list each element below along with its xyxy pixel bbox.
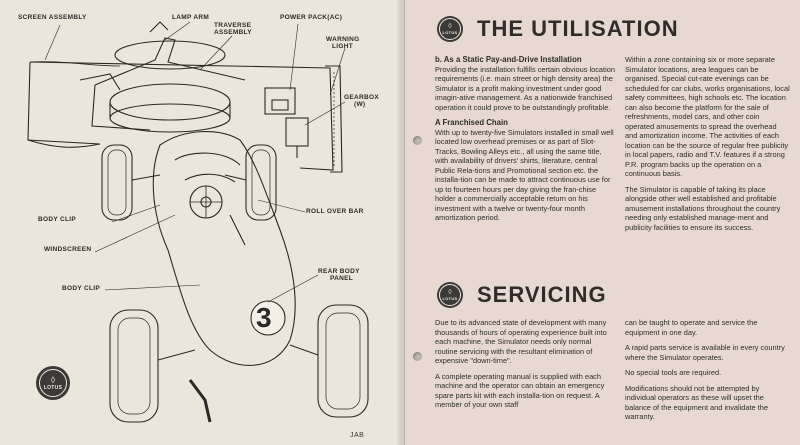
lotus-monogram-icon: ◊ (448, 289, 452, 296)
rear-right-wheel (317, 304, 369, 418)
lotus-logo-text: LOTUS (442, 30, 458, 35)
servicing-paragraph-5: No special tools are required. (625, 368, 722, 377)
lotus-logo-text: LOTUS (442, 296, 458, 301)
servicing-paragraph-1: Due to its advanced state of development… (435, 318, 607, 365)
screen-assembly-shape (27, 61, 334, 171)
punch-hole-upper (413, 136, 422, 145)
franchised-chain-title: A Franchised Chain (435, 118, 508, 127)
gearbox-shape (285, 117, 309, 147)
front-right-wheel (245, 144, 277, 221)
callout-traverse: TRAVERSE (214, 22, 252, 29)
utilisation-left-column: b. As a Static Pay-and-Drive Installatio… (435, 55, 615, 229)
utilisation-heading: THE UTILISATION (477, 16, 679, 41)
callout-power-pack: POWER PACK(AC) (280, 14, 343, 21)
callout-warning-light: LIGHT (332, 43, 353, 50)
lotus-monogram-icon: ◊ (448, 23, 452, 30)
callout-gearbox: GEARBOX (344, 94, 379, 101)
callout-warning: WARNING (326, 36, 360, 43)
servicing-paragraph-3: can be taught to operate and service the… (625, 318, 758, 337)
servicing-right-column: can be taught to operate and service the… (625, 318, 790, 428)
capable-paragraph: The Simulator is capable of taking its p… (625, 184, 781, 232)
callout-body-clip-lower: BODY CLIP (62, 285, 100, 292)
lotus-logo-text: LOTUS (43, 384, 63, 391)
power-pack-shape (264, 87, 296, 115)
car-number: 3 (256, 302, 272, 333)
lotus-logo: ◊ LOTUS (36, 366, 70, 400)
callout-rear-body: REAR BODY (318, 268, 360, 275)
franchised-chain-body: With up to twenty-five Simulators instal… (435, 127, 614, 223)
callout-roll-over-bar: ROLL OVER BAR (306, 208, 364, 215)
front-left-wheel (101, 144, 133, 221)
lotus-logo-servicing: ◊ LOTUS (437, 282, 463, 308)
right-page-text: ◊ LOTUS THE UTILISATION b. As a Static P… (405, 0, 800, 445)
static-installation-body: Providing the installation fulfills cert… (435, 64, 615, 112)
rear-left-wheel (109, 309, 159, 423)
servicing-paragraph-2: A complete operating manual is supplied … (435, 371, 605, 410)
artist-signature: JAB (350, 432, 365, 439)
callout-windscreen: WINDSCREEN (44, 246, 92, 253)
callout-rear-body-panel: PANEL (330, 275, 354, 282)
left-page-illustration: SCREEN ASSEMBLY LAMP ARM TRAVERSE ASSEMB… (0, 0, 405, 445)
servicing-paragraph-6: Modifications should not be attempted by… (625, 383, 768, 422)
servicing-paragraph-4: A rapid parts service is available in ev… (625, 343, 785, 362)
lotus-monogram-icon: ◊ (50, 374, 56, 385)
callout-screen-assembly: SCREEN ASSEMBLY (18, 14, 87, 21)
callout-body-clip-upper: BODY CLIP (38, 216, 76, 223)
lamp-arm-shape (94, 37, 246, 86)
callout-gearbox-w: (W) (354, 101, 366, 108)
simulator-diagram (27, 21, 369, 423)
punch-hole-lower (413, 352, 422, 361)
car-body-shape (152, 131, 296, 366)
callout-traverse-assembly: ASSEMBLY (214, 29, 252, 36)
static-installation-title: b. As a Static Pay-and-Drive Installatio… (435, 55, 582, 64)
lotus-logo-utilisation: ◊ LOTUS (437, 16, 463, 42)
servicing-heading: SERVICING (477, 282, 607, 307)
callout-lamp-arm: LAMP ARM (172, 14, 210, 21)
utilisation-right-column: Within a zone containing six or more sep… (625, 55, 790, 238)
zone-paragraph: Within a zone containing six or more sep… (625, 55, 790, 178)
servicing-left-column: Due to its advanced state of development… (435, 318, 615, 416)
